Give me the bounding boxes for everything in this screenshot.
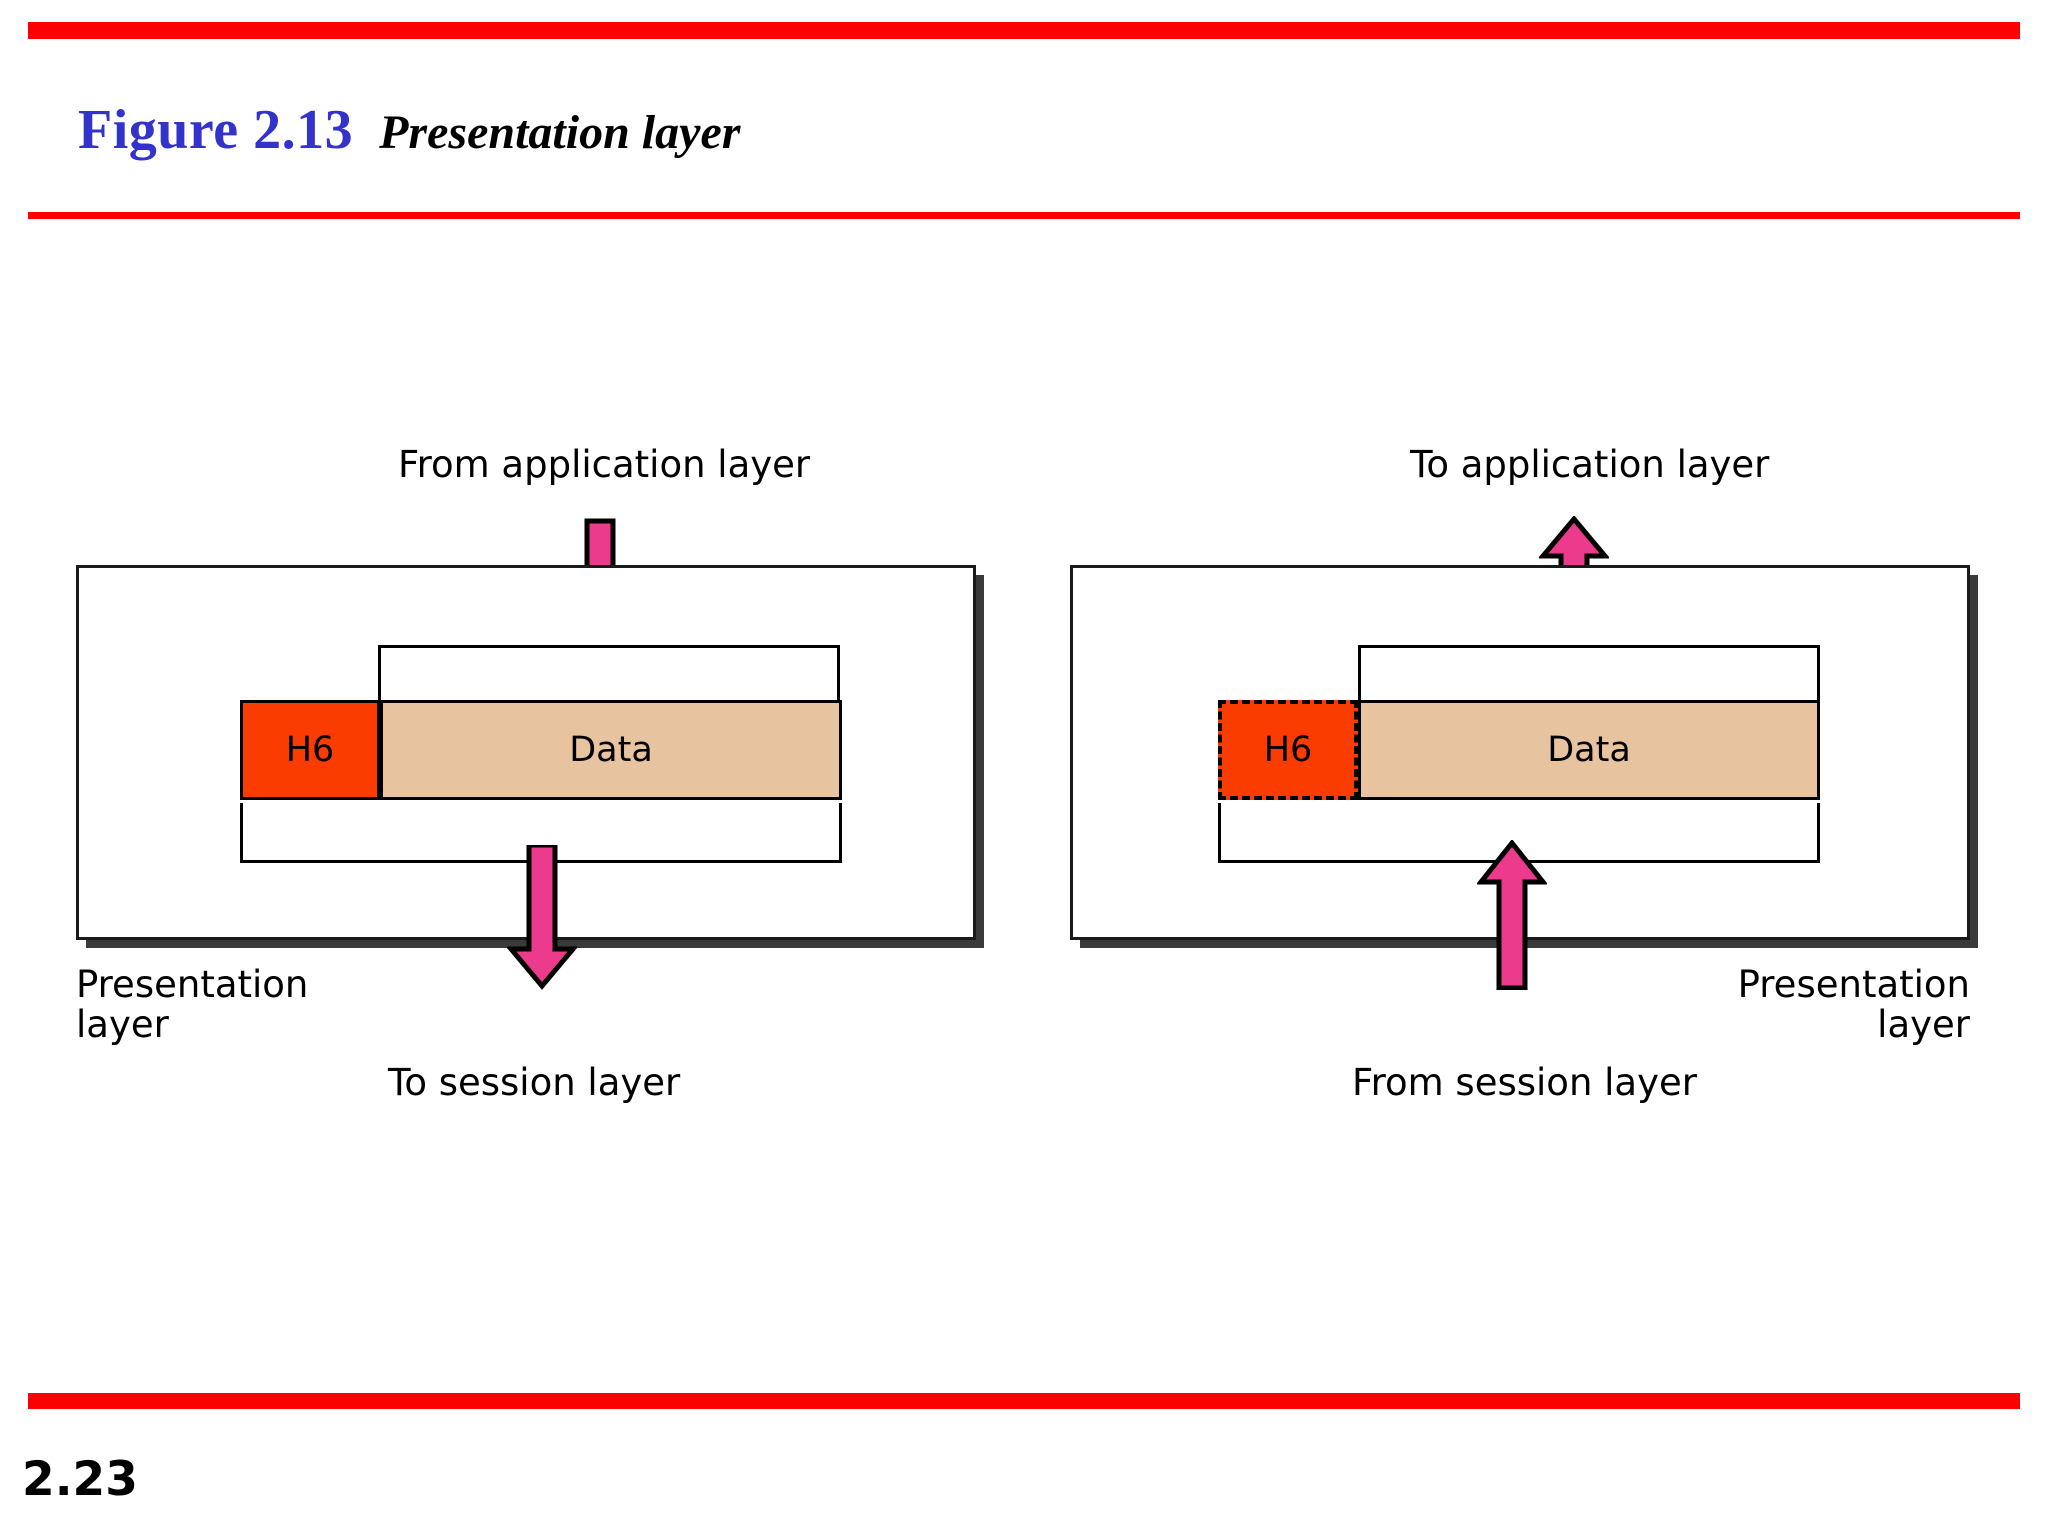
right-pdu-payload: Data — [1358, 700, 1820, 800]
header-rule — [28, 212, 2020, 219]
figure-number: Figure 2.13 — [78, 99, 354, 161]
page-number: 2.23 — [22, 1452, 138, 1507]
left-top-bracket — [378, 645, 840, 707]
right-incoming-arrow — [1477, 840, 1547, 990]
figure-title: Presentation layer — [379, 106, 741, 159]
left-side-label: Presentation layer — [76, 963, 309, 1046]
left-pdu-header: H6 — [240, 700, 380, 800]
bottom-rule — [28, 1393, 2020, 1409]
right-bottom-label: From session layer — [1352, 1061, 1697, 1104]
right-side-label: Presentation layer — [1737, 963, 1970, 1046]
left-pdu-payload: Data — [380, 700, 842, 800]
right-pdu: H6 Data — [1218, 700, 1820, 800]
right-top-bracket — [1358, 645, 1820, 707]
left-bottom-label: To session layer — [388, 1061, 681, 1104]
left-pdu: H6 Data — [240, 700, 842, 800]
right-pdu-header: H6 — [1218, 700, 1358, 800]
left-outgoing-arrow — [507, 845, 577, 990]
right-top-label: To application layer — [1410, 443, 1770, 486]
figure-heading: Figure 2.13 Presentation layer — [78, 98, 740, 162]
left-top-label: From application layer — [398, 443, 811, 486]
top-rule — [28, 22, 2020, 39]
